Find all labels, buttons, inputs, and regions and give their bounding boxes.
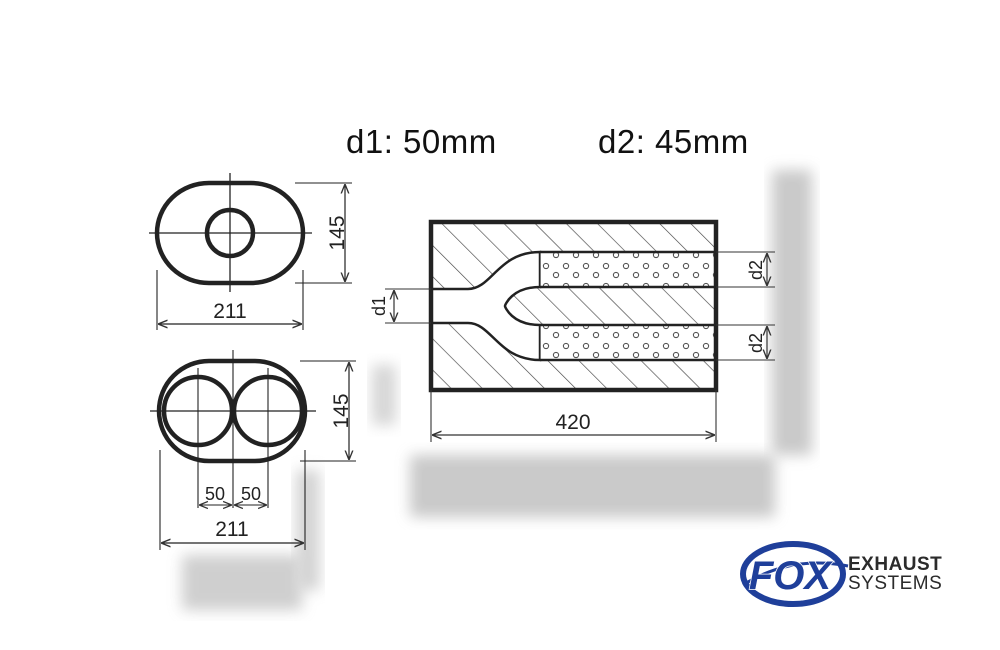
d1-label: d1 [369,296,389,316]
panel-shadows [182,170,812,610]
pipe-right-spacing-label: 50 [241,484,261,504]
single-height-label: 145 [326,215,349,250]
double-height-label: 145 [330,393,353,428]
d2-diameter-title: d2: 45mm [598,123,749,160]
pipe-left-spacing-label: 50 [205,484,225,504]
fox-logo-mark: FOX [740,541,849,607]
y-splitter-pipe [429,250,542,362]
double-width-label: 211 [215,518,248,541]
d1-diameter-title: d1: 50mm [346,123,497,160]
logo-line-systems: SYSTEMS [848,573,943,594]
muffler-section-view [385,219,775,442]
single-width-label: 211 [213,300,246,323]
svg-text:FOX: FOX [749,554,834,598]
d2-bottom-label: d2 [746,333,766,353]
dual-outlet-end-view [150,350,356,550]
logo-line-exhaust: EXHAUST [848,554,943,575]
single-outlet-end-view [149,173,352,330]
fox-logo-wordmark: EXHAUST SYSTEMS [848,554,978,594]
d2-top-label: d2 [746,260,766,280]
length-label: 420 [555,411,590,434]
